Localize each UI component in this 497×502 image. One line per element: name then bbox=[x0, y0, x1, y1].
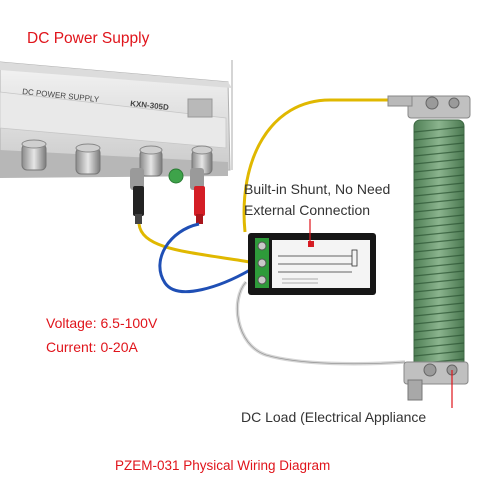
red-banana-plug bbox=[194, 186, 205, 224]
dc-load-label: DC Load (Electrical Appliance bbox=[241, 409, 427, 425]
psu-green-terminal bbox=[168, 168, 184, 184]
shunt-label-line-2: External Connection bbox=[244, 202, 371, 218]
psu-positive-post bbox=[190, 168, 204, 190]
current-range-label: Current: 0-20A bbox=[46, 339, 138, 355]
voltage-range-label: Voltage: 6.5-100V bbox=[46, 315, 158, 331]
yellow-wire bbox=[137, 223, 251, 264]
dc-power-supply: DC POWER SUPPLY KXN-305D bbox=[0, 60, 233, 190]
diagram-title: PZEM-031 Physical Wiring Diagram bbox=[115, 458, 331, 473]
black-banana-plug bbox=[133, 186, 144, 224]
psu-knob-2 bbox=[75, 143, 101, 175]
psu-model-text: KXN-305D bbox=[130, 99, 170, 112]
resistor-top-clamp bbox=[407, 95, 471, 119]
psu-negative-post bbox=[130, 168, 144, 190]
power-supply-label: DC Power Supply bbox=[27, 30, 150, 47]
psu-display bbox=[187, 98, 213, 118]
psu-knob-3 bbox=[139, 145, 163, 177]
wirewound-resistor bbox=[387, 95, 471, 401]
blue-wire bbox=[158, 222, 251, 294]
psu-knob-1 bbox=[21, 139, 47, 171]
pzem-031-meter bbox=[248, 233, 376, 295]
shunt-label-line-1: Built-in Shunt, No Need bbox=[244, 181, 391, 197]
